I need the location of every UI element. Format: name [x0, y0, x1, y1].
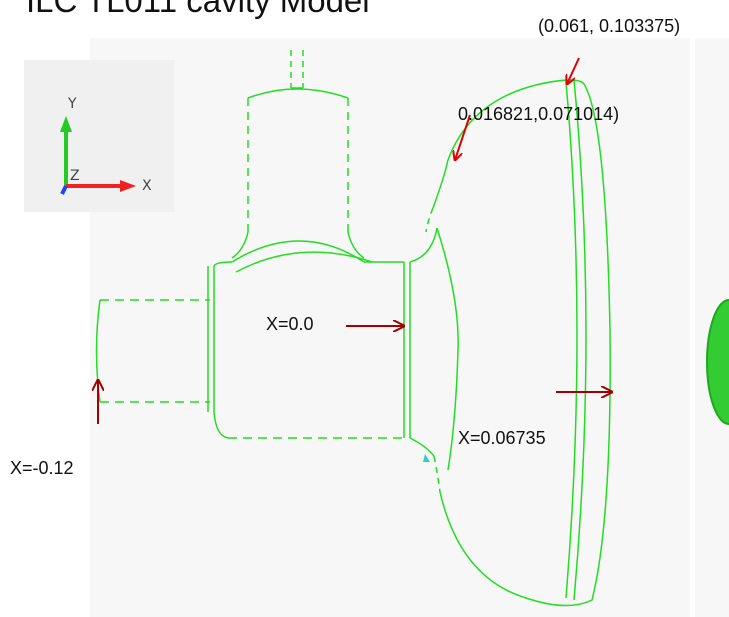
- cavity-wireframe: [95, 50, 611, 607]
- cell-inner-contour: [436, 227, 459, 471]
- beam-pipe-edges: [100, 299, 210, 403]
- label-x-end: X=0.06735: [458, 428, 546, 448]
- viewport-panel: [90, 38, 690, 617]
- coupler-saddle-curve-inner: [235, 251, 373, 273]
- label-x-start: X=-0.12: [10, 458, 74, 478]
- label-x-zero: X=0.0: [266, 314, 314, 334]
- coupler-junction-fillet: [231, 231, 365, 259]
- x-axis-label: X: [142, 178, 152, 194]
- cell-outer-contour: [432, 79, 611, 607]
- end-group-top-corner: [213, 261, 233, 267]
- mesh-marker: [423, 454, 430, 462]
- cell-iris-dashed-bottom: [433, 455, 441, 493]
- coupler-tube-top-edge: [247, 88, 349, 99]
- iris-flare-top: [409, 227, 438, 263]
- equator-line-1: [565, 81, 578, 599]
- axis-triad: Y X Z: [60, 96, 152, 195]
- arrow-to-point-iris: [455, 114, 471, 160]
- end-group-step: [207, 266, 215, 412]
- z-axis-arrow: [60, 185, 68, 195]
- label-point-iris: 0.016821,0.071014): [458, 104, 620, 124]
- iris-plane: [403, 262, 411, 438]
- page-title: ILC TL011 cavity Model: [26, 0, 370, 19]
- x-axis-arrowhead: [120, 180, 136, 192]
- y-axis-label: Y: [67, 96, 77, 112]
- arrow-to-point-top: [567, 57, 580, 84]
- equator-line-2: [573, 79, 587, 601]
- iris-flare-bottom: [409, 437, 435, 457]
- cell-iris-dashed-top: [425, 207, 434, 233]
- end-group-bottom-corner: [213, 411, 229, 439]
- y-axis-arrowhead: [60, 116, 72, 132]
- z-axis-label: Z: [70, 168, 80, 184]
- coupler-saddle-curve: [231, 240, 365, 263]
- adjacent-cell-shape: [706, 299, 729, 425]
- label-point-top: (0.061, 0.103375): [538, 16, 681, 36]
